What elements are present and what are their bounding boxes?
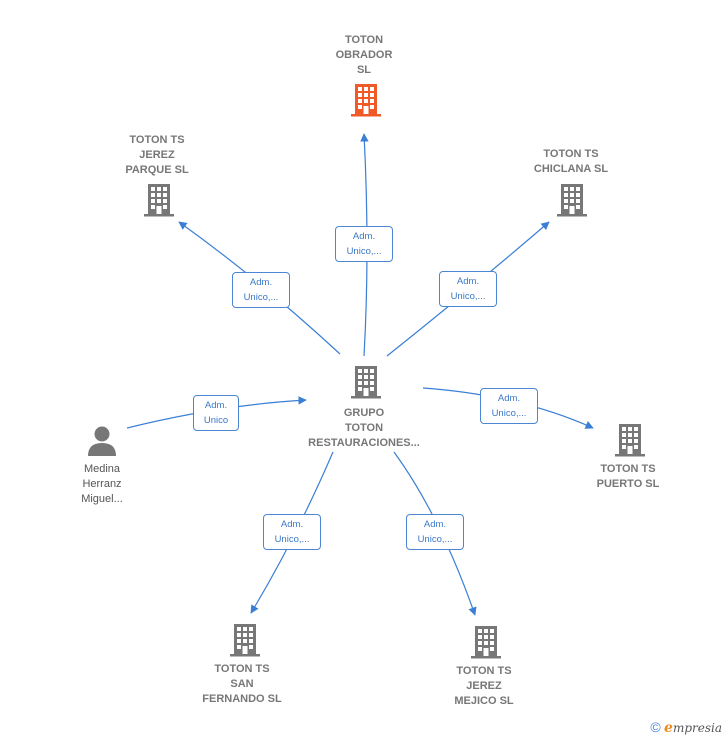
building-icon-san-fernando[interactable] xyxy=(230,624,260,657)
node-label-jerez-mejico[interactable]: TOTON TS JEREZ MEJICO SL xyxy=(454,665,514,707)
building-icon-jerez-mejico[interactable] xyxy=(471,626,501,659)
building-icon-jerez-parque[interactable] xyxy=(144,184,174,217)
edge-label-chiclana[interactable]: Adm. Unico,... xyxy=(439,271,497,307)
node-label-san-fernando[interactable]: TOTON TS SAN FERNANDO SL xyxy=(202,663,282,705)
building-icon-chiclana[interactable] xyxy=(557,184,587,217)
edge-label-san-fernando[interactable]: Adm. Unico,... xyxy=(263,514,321,550)
node-label-obrador[interactable]: TOTON OBRADOR SL xyxy=(335,34,393,76)
building-icon-obrador[interactable] xyxy=(351,84,381,117)
edge-label-puerto[interactable]: Adm. Unico,... xyxy=(480,388,538,424)
node-label-jerez-parque[interactable]: TOTON TS JEREZ PARQUE SL xyxy=(125,134,189,176)
building-icon-puerto[interactable] xyxy=(615,424,645,457)
edge-label-jerez-parque[interactable]: Adm. Unico,... xyxy=(232,272,290,308)
building-icon-center[interactable] xyxy=(351,366,381,399)
copyright-icon: © xyxy=(650,719,661,735)
node-label-center[interactable]: GRUPO TOTON RESTAURACIONES... xyxy=(308,407,420,449)
person-icon[interactable] xyxy=(88,426,116,457)
edge-label-medina[interactable]: Adm. Unico xyxy=(193,395,239,431)
node-label-chiclana[interactable]: TOTON TS CHICLANA SL xyxy=(533,148,609,175)
node-label-puerto[interactable]: TOTON TS PUERTO SL xyxy=(596,463,660,490)
footer-brand: © empresia xyxy=(650,719,722,736)
edge-label-jerez-mejico[interactable]: Adm. Unico,... xyxy=(406,514,464,550)
edge-label-obrador[interactable]: Adm. Unico,... xyxy=(335,226,393,262)
node-label-medina[interactable]: Medina Herranz Miguel... xyxy=(81,463,123,505)
brand-logo: empresia xyxy=(664,720,722,736)
